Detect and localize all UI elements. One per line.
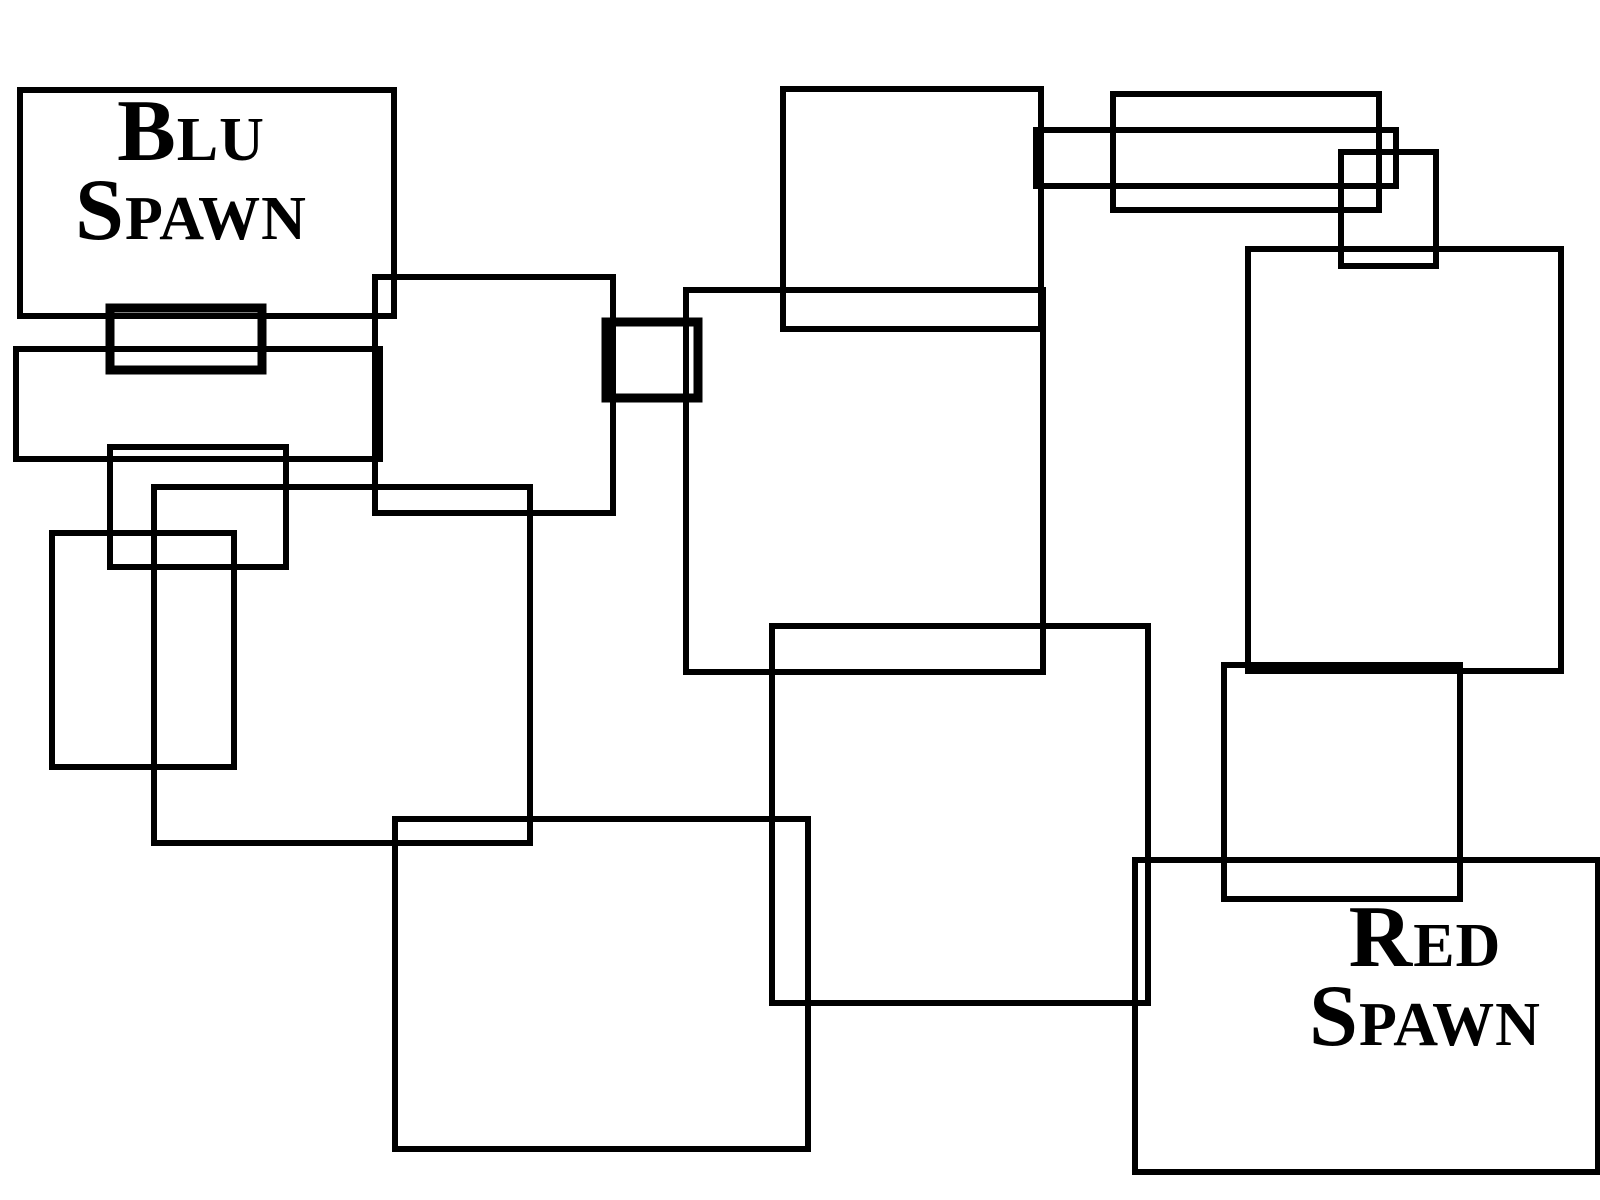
- room-north-corridor: [1033, 127, 1399, 189]
- room-north-center: [780, 86, 1044, 332]
- room-south-center: [392, 816, 811, 1152]
- blu-spawn-label-line2: Spawn: [75, 162, 307, 260]
- room-west-alcove: [107, 444, 289, 570]
- room-southwest-large: [151, 484, 533, 846]
- blu-spawn-label: Blu Spawn: [56, 83, 326, 260]
- blu-spawn-label-line1: Blu: [117, 83, 265, 180]
- room-red-spawn: [1132, 857, 1600, 1175]
- room-central-connector: [601, 317, 703, 403]
- room-blu-exit-corridor: [105, 303, 267, 375]
- room-east-connector: [1338, 149, 1439, 269]
- room-west-hallway: [13, 346, 383, 462]
- red-spawn-label-line1: Red: [1348, 889, 1502, 986]
- room-south-east-center: [769, 623, 1151, 1006]
- room-central-west: [372, 274, 616, 516]
- room-central-large: [683, 287, 1046, 675]
- room-blu-spawn: [17, 87, 397, 319]
- room-east-large: [1245, 246, 1564, 674]
- room-east-lower: [1221, 662, 1463, 902]
- red-spawn-label-line2: Spawn: [1309, 968, 1541, 1066]
- room-west-narrow: [49, 530, 237, 770]
- red-spawn-label: Red Spawn: [1290, 889, 1560, 1066]
